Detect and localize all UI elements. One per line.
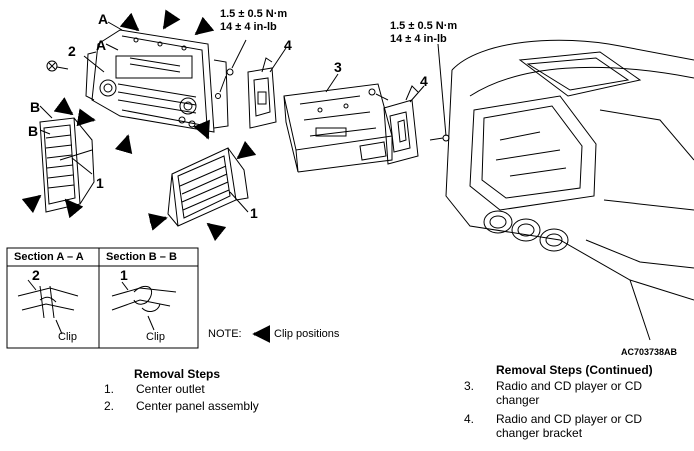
- note-prefix: NOTE:: [208, 328, 242, 340]
- removal-step-number: 3.: [464, 379, 475, 393]
- section-bb-number: 1: [120, 267, 128, 283]
- callout-2: 2: [68, 43, 76, 59]
- callout-a-top: A: [98, 11, 109, 27]
- torque-spec-left: 1.5 ± 0.5 N·m 14 ± 4 in-lb: [220, 8, 287, 34]
- removal-step-text: Center outlet: [136, 382, 205, 396]
- removal-step-1: 1. Center outlet: [104, 382, 344, 398]
- removal-step-number: 4.: [464, 412, 475, 426]
- section-aa-number: 2: [32, 267, 40, 283]
- dashboard-outline: [445, 39, 694, 341]
- removal-steps-title: Removal Steps: [134, 367, 221, 381]
- section-aa-title: Section A – A: [14, 251, 84, 263]
- section-aa-clip-label: Clip: [58, 331, 77, 343]
- removal-step-2: 2. Center panel assembly: [104, 399, 344, 415]
- section-aa-detail: [17, 279, 79, 335]
- bracket-right: [368, 85, 450, 165]
- removal-step-number: 2.: [104, 399, 115, 413]
- leader-lines: [39, 21, 447, 213]
- section-bb-clip-label: Clip: [146, 331, 165, 343]
- clip-position-arrows: [21, 9, 257, 242]
- bracket-left: [215, 57, 277, 129]
- removal-step-3: 3. Radio and CD player or CD changer: [464, 379, 674, 409]
- center-panel-assembly: [85, 29, 229, 133]
- figure-code: AC703738AB: [621, 347, 678, 357]
- removal-steps-continued-title: Removal Steps (Continued): [496, 363, 653, 377]
- callout-1-left: 1: [96, 175, 104, 191]
- torque-right-inlb: 14 ± 4 in-lb: [390, 33, 447, 45]
- removal-step-number: 1.: [104, 382, 115, 396]
- callout-b-mid: B: [28, 123, 39, 139]
- center-outlet-left: [39, 117, 95, 213]
- callout-1-right: 1: [250, 205, 258, 221]
- callout-4-left: 4: [284, 37, 292, 53]
- removal-step-text: Center panel assembly: [136, 399, 259, 413]
- torque-left-nm: 1.5 ± 0.5 N·m: [220, 8, 288, 20]
- section-boxes-frame: [6, 247, 199, 349]
- removal-step-text: Radio and CD player or CD changer bracke…: [496, 412, 643, 440]
- callout-4-right: 4: [420, 73, 428, 89]
- callout-b-top: B: [30, 99, 41, 115]
- section-bb-detail: [111, 281, 177, 331]
- radio-cd-player: [283, 83, 393, 173]
- note-text: Clip positions: [274, 328, 340, 340]
- torque-left-inlb: 14 ± 4 in-lb: [220, 21, 277, 33]
- torque-right-nm: 1.5 ± 0.5 N·m: [390, 20, 458, 32]
- removal-step-text: Radio and CD player or CD changer: [496, 379, 643, 407]
- torque-spec-right: 1.5 ± 0.5 N·m 14 ± 4 in-lb: [390, 20, 457, 46]
- callout-a-mid: A: [96, 37, 107, 53]
- callout-3: 3: [334, 59, 342, 75]
- section-bb-title: Section B – B: [106, 251, 177, 263]
- panel-screw: [46, 60, 69, 72]
- removal-step-4: 4. Radio and CD player or CD changer bra…: [464, 412, 674, 442]
- center-outlet-right: [167, 147, 249, 227]
